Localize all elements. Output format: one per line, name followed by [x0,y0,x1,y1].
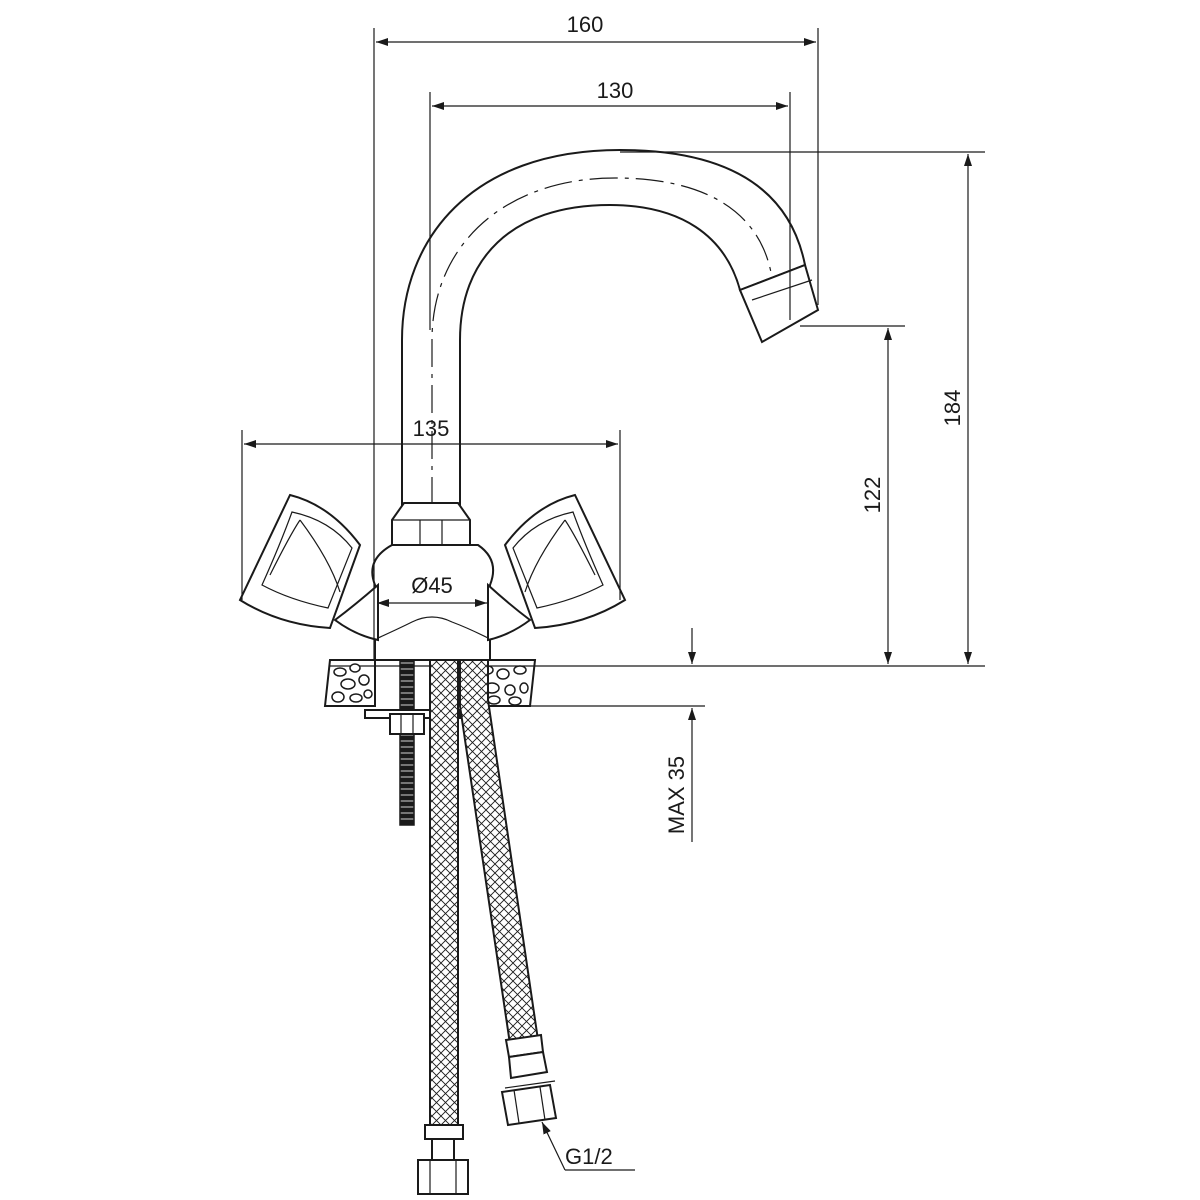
callout-connection-thread: G1/2 [541,1121,635,1171]
dimension-outlet-height: 122 [800,325,905,664]
dimension-total-height: 184 [620,151,985,664]
handle-left [238,493,362,630]
countertop-stone-texture [331,663,529,706]
dimension-label-135: 135 [413,416,450,441]
dimension-spout-center-reach: 130 [429,78,791,330]
dimension-label-122: 122 [860,477,885,514]
dimension-base-diameter: Ø45 [377,573,487,607]
dimension-label-diameter: Ø45 [411,573,453,598]
dimension-handle-span: 135 [241,416,621,600]
callout-label-g12: G1/2 [565,1144,613,1169]
dimension-max-thickness: MAX 35 [664,628,696,842]
dimension-label-max35: MAX 35 [664,756,689,834]
dimension-label-160: 160 [567,12,604,37]
handle-right [503,493,627,630]
dimension-label-184: 184 [940,390,965,427]
flexible-hose-right [459,659,558,1127]
dimension-label-130: 130 [597,78,634,103]
countertop [323,659,985,707]
spout [391,148,820,546]
dimension-spout-reach: 160 [373,12,819,660]
flexible-hose-left [417,659,469,1195]
